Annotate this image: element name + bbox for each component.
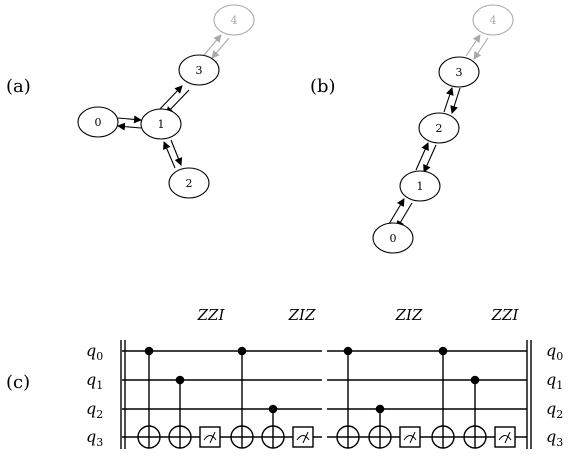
edge-a-3-4 xyxy=(203,34,222,56)
qubit-label-left-2: q2 xyxy=(86,399,103,421)
node-b-2-label: 2 xyxy=(436,122,443,135)
edge-a-0-1 xyxy=(117,115,142,124)
measure-q3-c xyxy=(399,426,421,448)
qubit-labels-left: q0 q1 q2 q3 xyxy=(86,341,103,449)
edge-a-2-1 xyxy=(163,141,176,169)
circuit xyxy=(120,340,532,449)
graph-b: 0 1 2 3 4 xyxy=(372,4,514,254)
qubit-label-right-0: q0 xyxy=(546,341,563,363)
node-a-0: 0 xyxy=(77,106,119,138)
qubit-labels-right: q0 q1 q2 q3 xyxy=(546,341,563,449)
measure-q3-d xyxy=(494,426,516,448)
cnot-q2-q3-a xyxy=(261,404,285,449)
edge-a-4-3 xyxy=(211,37,230,59)
stabilizer-labels: ZZI ZIZ ZIZ ZZI xyxy=(197,306,520,324)
qubit-label-right-3: q3 xyxy=(546,427,563,449)
node-a-4-label: 4 xyxy=(231,14,238,27)
node-b-3-label: 3 xyxy=(456,66,463,79)
circuit-wires xyxy=(122,350,527,438)
node-b-3: 3 xyxy=(438,56,480,88)
node-a-2-label: 2 xyxy=(186,177,193,190)
node-b-0: 0 xyxy=(372,222,414,254)
edge-b-2-3 xyxy=(443,87,454,113)
graph-b-faded-edges xyxy=(465,34,489,60)
node-a-3-label: 3 xyxy=(196,64,203,77)
node-b-4-label: 4 xyxy=(490,14,497,27)
left-barrier xyxy=(120,340,126,449)
node-b-1-label: 1 xyxy=(417,180,424,193)
stabilizer-label-1: ZZI xyxy=(197,306,226,324)
cnot-q2-q3-b xyxy=(368,404,392,449)
panel-label-c: (c) xyxy=(6,372,31,393)
graph-a-faded-edges xyxy=(203,34,230,59)
edge-b-1-2 xyxy=(415,142,429,171)
graph-a: 0 1 2 3 4 xyxy=(77,4,255,199)
qubit-label-left-0: q0 xyxy=(86,341,103,363)
edge-b-3-4 xyxy=(465,34,481,57)
qubit-label-left-3: q3 xyxy=(86,427,103,449)
stabilizer-label-3: ZIZ xyxy=(395,306,423,324)
node-a-4: 4 xyxy=(213,4,255,36)
node-a-1: 1 xyxy=(140,108,182,140)
cnot-q1-q3-b xyxy=(463,375,487,449)
node-a-2: 2 xyxy=(168,167,210,199)
node-a-1-label: 1 xyxy=(158,118,165,131)
stabilizer-label-4: ZZI xyxy=(491,306,520,324)
node-a-0-label: 0 xyxy=(95,116,102,129)
cnot-q1-q3-a xyxy=(168,375,192,449)
edge-a-1-0 xyxy=(117,122,142,131)
measure-q3-a xyxy=(199,426,221,448)
edge-a-1-2 xyxy=(170,139,183,166)
edge-b-0-1 xyxy=(388,198,405,225)
edge-b-4-3 xyxy=(473,37,489,60)
right-barrier xyxy=(526,340,532,449)
qubit-label-left-1: q1 xyxy=(86,370,103,392)
qubit-label-right-2: q2 xyxy=(546,399,563,421)
graph-b-edges xyxy=(388,87,461,229)
edge-b-2-1 xyxy=(423,144,437,173)
node-b-4: 4 xyxy=(472,4,514,36)
edge-b-3-2 xyxy=(450,87,461,114)
node-a-3: 3 xyxy=(178,54,220,86)
node-b-1: 1 xyxy=(399,170,441,202)
node-b-2: 2 xyxy=(418,112,460,144)
cnot-q0-q3-a xyxy=(137,346,161,449)
qubit-label-right-1: q1 xyxy=(546,370,563,392)
node-b-0-label: 0 xyxy=(390,232,397,245)
cnot-q0-q3-d xyxy=(431,346,455,449)
edge-a-1-3 xyxy=(157,85,183,112)
panel-label-a: (a) xyxy=(6,76,31,97)
cnot-q0-q3-b xyxy=(230,346,254,449)
panel-label-b: (b) xyxy=(310,76,336,97)
cnot-q0-q3-c xyxy=(336,346,360,449)
measure-q3-b xyxy=(292,426,314,448)
stabilizer-label-2: ZIZ xyxy=(288,306,316,324)
